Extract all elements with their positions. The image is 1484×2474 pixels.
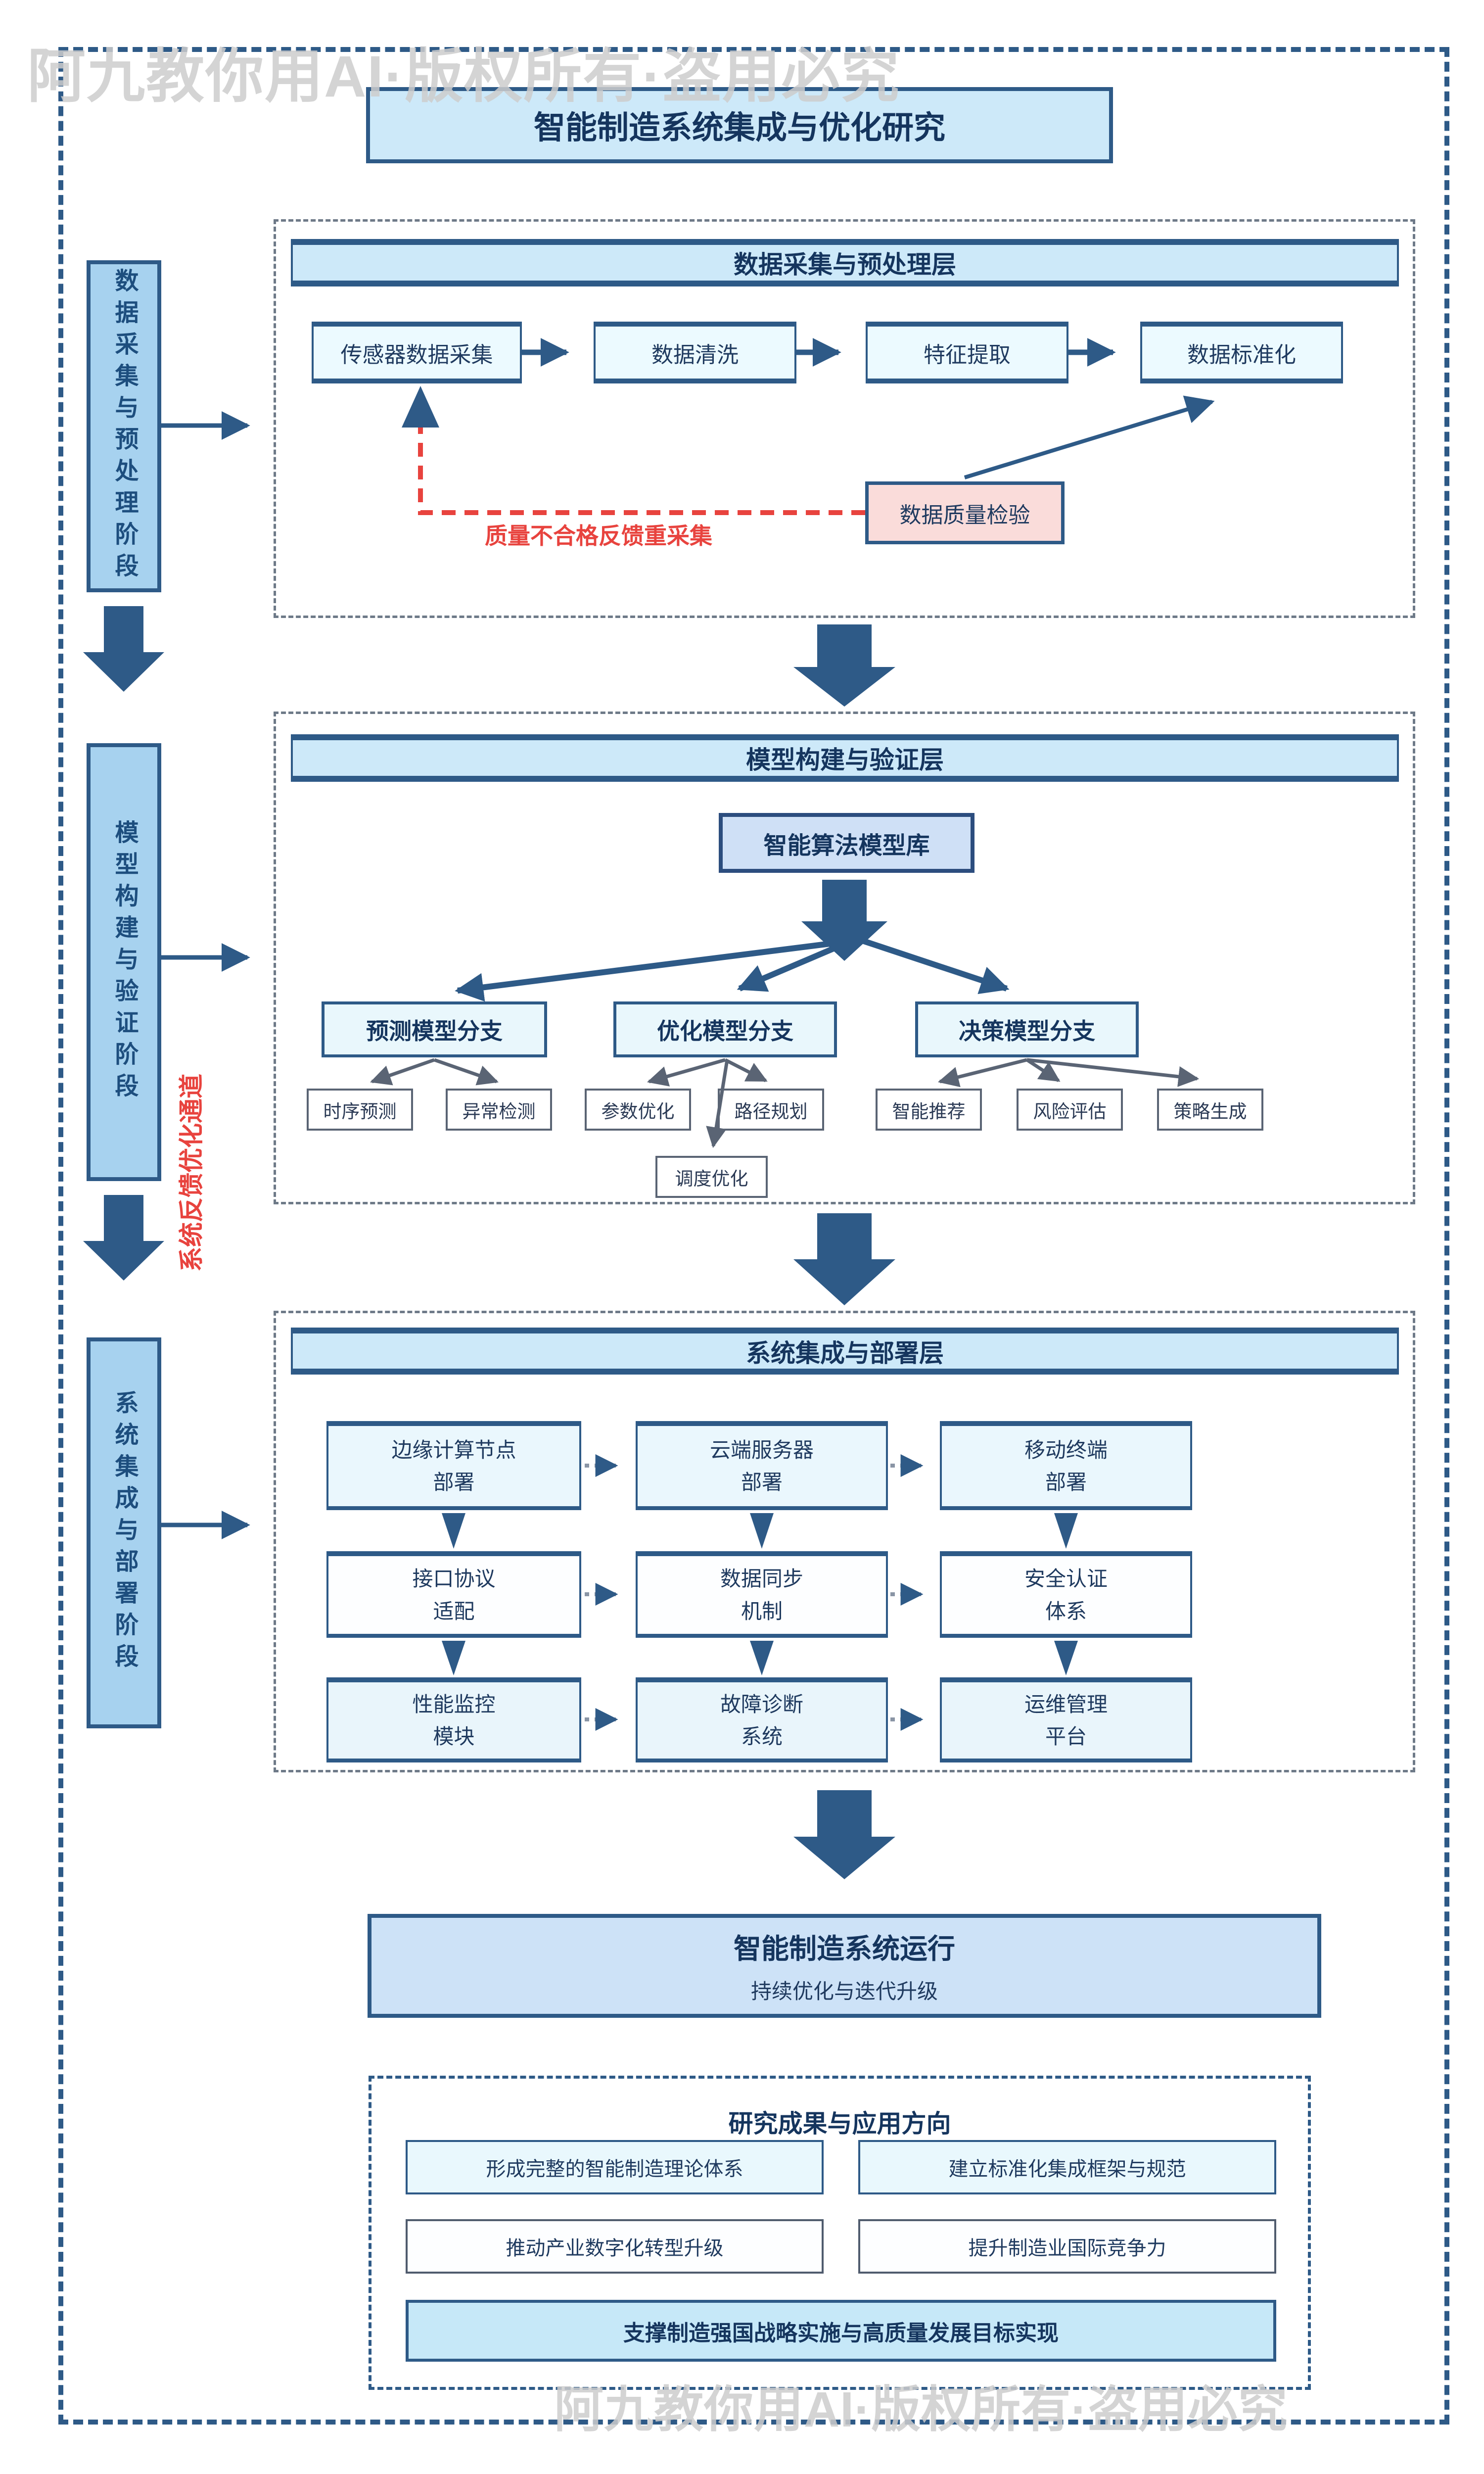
operation-title: 智能制造系统运行 xyxy=(734,1933,955,1964)
result-standard-framework-label: 建立标准化集成框架与规范 xyxy=(948,2158,1186,2180)
layer2-header: 模型构建与验证层 xyxy=(291,734,1399,782)
branch-prediction-label: 预测模型分支 xyxy=(366,1018,503,1044)
operation-subtitle: 持续优化与迭代升级 xyxy=(750,1980,938,2003)
result-competitiveness-label: 提升制造业国际竞争力 xyxy=(968,2237,1166,2259)
node-feature-extraction-label: 特征提取 xyxy=(924,342,1011,367)
grid-cloud-server: 云端服务器 部署 xyxy=(636,1421,888,1510)
sub-param-opt: 参数优化 xyxy=(585,1089,691,1131)
grid-ops-platform-line2: 平台 xyxy=(1045,1725,1087,1748)
sub-anomaly-detect: 异常检测 xyxy=(446,1089,552,1131)
stage-system-deploy-label: 系统集成与部署阶段 xyxy=(111,1390,138,1675)
operation-box: 智能制造系统运行 持续优化与迭代升级 xyxy=(368,1914,1321,2018)
grid-cloud-server-line2: 部署 xyxy=(741,1471,783,1494)
grid-edge-node-line1: 边缘计算节点 xyxy=(391,1438,516,1462)
sub-smart-recommend: 智能推荐 xyxy=(876,1089,982,1131)
stage-model-build: 模型构建与验证阶段 xyxy=(87,743,161,1181)
grid-mobile-terminal: 移动终端 部署 xyxy=(940,1421,1192,1510)
result-competitiveness: 提升制造业国际竞争力 xyxy=(858,2219,1276,2274)
node-data-standardization: 数据标准化 xyxy=(1140,322,1343,383)
grid-data-sync-line1: 数据同步 xyxy=(720,1567,803,1591)
stage-model-build-label: 模型构建与验证阶段 xyxy=(111,819,138,1105)
layer3-container xyxy=(274,1311,1415,1772)
sub-param-opt-label: 参数优化 xyxy=(601,1101,675,1122)
sub-time-series: 时序预测 xyxy=(307,1089,413,1131)
grid-fault-diagnosis: 故障诊断 系统 xyxy=(636,1677,888,1762)
grid-security-auth-line1: 安全认证 xyxy=(1024,1567,1108,1591)
grid-edge-node-line2: 部署 xyxy=(433,1471,475,1494)
grid-cloud-server-line1: 云端服务器 xyxy=(709,1438,814,1462)
grid-edge-node: 边缘计算节点 部署 xyxy=(326,1421,581,1510)
sub-schedule-opt-label: 调度优化 xyxy=(675,1168,748,1189)
sub-anomaly-detect-label: 异常检测 xyxy=(462,1101,536,1122)
sub-risk-assess-label: 风险评估 xyxy=(1033,1101,1107,1122)
node-sensor-collection: 传感器数据采集 xyxy=(312,322,522,383)
grid-interface-protocol: 接口协议 适配 xyxy=(326,1551,581,1638)
grid-ops-platform: 运维管理 平台 xyxy=(940,1677,1192,1762)
stage-data-collection: 数据采集与预处理阶段 xyxy=(87,260,161,592)
node-sensor-collection-label: 传感器数据采集 xyxy=(340,342,493,367)
stage-system-deploy: 系统集成与部署阶段 xyxy=(87,1337,161,1728)
results-header: 研究成果与应用方向 xyxy=(728,2110,951,2138)
branch-decision-label: 决策模型分支 xyxy=(959,1018,1095,1044)
watermark-bottom: 阿九教你用AI·版权所有·盗用必究 xyxy=(554,2382,1288,2437)
node-data-standardization-label: 数据标准化 xyxy=(1187,342,1296,367)
node-feature-extraction: 特征提取 xyxy=(866,322,1068,383)
result-digital-transform-label: 推动产业数字化转型升级 xyxy=(506,2237,724,2259)
branch-decision: 决策模型分支 xyxy=(915,1001,1139,1057)
results-container xyxy=(369,2076,1311,2390)
stage-data-collection-label: 数据采集与预处理阶段 xyxy=(111,268,138,585)
sub-smart-recommend-label: 智能推荐 xyxy=(892,1101,966,1122)
layer1-header-label: 数据采集与预处理层 xyxy=(734,251,956,279)
grid-interface-protocol-line1: 接口协议 xyxy=(412,1567,496,1591)
grid-perf-monitor-line1: 性能监控 xyxy=(412,1692,496,1716)
branch-optimization: 优化模型分支 xyxy=(613,1001,837,1057)
grid-fault-diagnosis-line1: 故障诊断 xyxy=(720,1692,803,1716)
result-final-goal: 支撑制造强国战略实施与高质量发展目标实现 xyxy=(406,2300,1276,2362)
grid-data-sync: 数据同步 机制 xyxy=(636,1551,888,1638)
grid-fault-diagnosis-line2: 系统 xyxy=(741,1725,783,1748)
feedback-channel-label: 系统反馈优化通道 xyxy=(178,1074,205,1272)
grid-perf-monitor-line2: 模块 xyxy=(433,1725,475,1748)
grid-interface-protocol-line2: 适配 xyxy=(433,1599,475,1623)
node-algorithm-library: 智能算法模型库 xyxy=(719,813,974,873)
feedback-resample-label: 质量不合格反馈重采集 xyxy=(485,523,712,549)
node-data-cleaning-label: 数据清洗 xyxy=(651,342,739,367)
sub-strategy-gen-label: 策略生成 xyxy=(1173,1101,1247,1122)
branch-prediction: 预测模型分支 xyxy=(322,1001,547,1057)
grid-security-auth: 安全认证 体系 xyxy=(940,1551,1192,1638)
branch-optimization-label: 优化模型分支 xyxy=(657,1018,793,1044)
layer1-header: 数据采集与预处理层 xyxy=(291,239,1399,286)
grid-data-sync-line2: 机制 xyxy=(741,1599,783,1623)
result-digital-transform: 推动产业数字化转型升级 xyxy=(406,2219,824,2274)
sub-path-planning: 路径规划 xyxy=(718,1089,824,1131)
node-data-cleaning: 数据清洗 xyxy=(594,322,796,383)
grid-security-auth-line2: 体系 xyxy=(1045,1599,1087,1623)
sub-schedule-opt: 调度优化 xyxy=(655,1156,768,1198)
sub-risk-assess: 风险评估 xyxy=(1017,1089,1123,1131)
grid-mobile-terminal-line2: 部署 xyxy=(1045,1471,1087,1494)
layer2-container xyxy=(274,712,1415,1204)
node-quality-check-label: 数据质量检验 xyxy=(899,503,1030,527)
grid-mobile-terminal-line1: 移动终端 xyxy=(1024,1438,1108,1462)
node-quality-check: 数据质量检验 xyxy=(865,481,1065,544)
sub-time-series-label: 时序预测 xyxy=(323,1101,397,1122)
outer-dashed-frame xyxy=(58,47,1449,2425)
result-theory-system-label: 形成完整的智能制造理论体系 xyxy=(486,2158,743,2180)
result-theory-system: 形成完整的智能制造理论体系 xyxy=(406,2140,824,2194)
grid-ops-platform-line1: 运维管理 xyxy=(1024,1692,1108,1716)
layer2-header-label: 模型构建与验证层 xyxy=(746,746,944,774)
page-title: 智能制造系统集成与优化研究 xyxy=(366,87,1113,163)
page-title-label: 智能制造系统集成与优化研究 xyxy=(534,110,945,145)
sub-strategy-gen: 策略生成 xyxy=(1157,1089,1263,1131)
result-final-goal-label: 支撑制造强国战略实施与高质量发展目标实现 xyxy=(623,2321,1059,2345)
node-algorithm-library-label: 智能算法模型库 xyxy=(763,832,930,859)
layer1-container xyxy=(274,219,1415,618)
layer3-header: 系统集成与部署层 xyxy=(291,1328,1399,1375)
sub-path-planning-label: 路径规划 xyxy=(734,1101,808,1122)
grid-perf-monitor: 性能监控 模块 xyxy=(326,1677,581,1762)
result-standard-framework: 建立标准化集成框架与规范 xyxy=(858,2140,1276,2194)
layer3-header-label: 系统集成与部署层 xyxy=(746,1339,944,1367)
watermark-top: 阿九教你用AI·版权所有·盗用必究 xyxy=(27,44,900,109)
